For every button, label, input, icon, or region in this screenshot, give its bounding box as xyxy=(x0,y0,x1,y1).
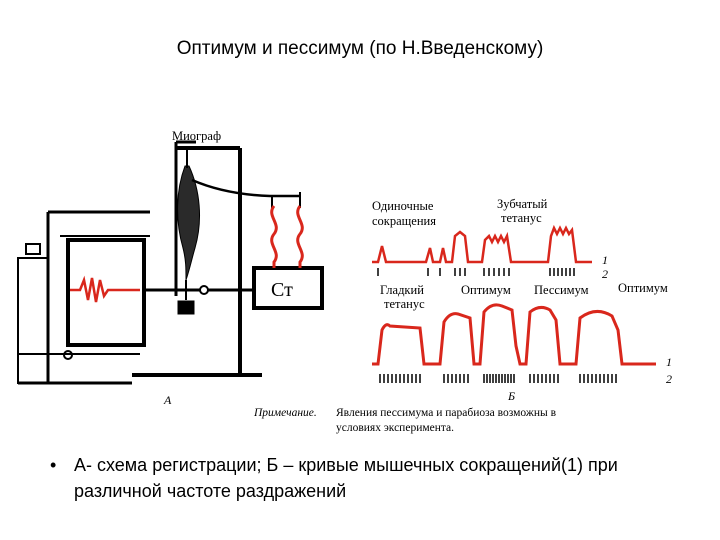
stimulator-label: Ст xyxy=(271,279,293,301)
drum-trace xyxy=(70,275,140,303)
dentate-tetanus-label-1: Зубчатый xyxy=(497,197,548,211)
lower-trace-1-label: 1 xyxy=(666,355,672,369)
pessimum-label: Пессимум xyxy=(534,283,589,297)
lower-trace xyxy=(372,303,656,366)
optimum-label-2: Оптимум xyxy=(618,281,668,295)
registration-scheme xyxy=(17,140,324,385)
upper-trace-1-label: 1 xyxy=(602,253,608,267)
myograph-label: Миограф xyxy=(172,129,221,143)
smooth-tetanus-label-2: тетанус xyxy=(384,297,425,311)
upper-stimulus-marks xyxy=(377,268,575,276)
experiment-figure: Миограф Ст А Одиночные сокращения Зубчат… xyxy=(17,129,672,434)
panel-b-label: Б xyxy=(507,389,515,403)
single-contractions-label-1: Одиночные xyxy=(372,199,434,213)
note-line-1: Явления пессимума и парабиоза возможны в xyxy=(336,407,557,419)
lower-stimulus-marks xyxy=(379,374,617,383)
single-contractions-label-2: сокращения xyxy=(372,214,436,228)
dentate-tetanus-label-2: тетанус xyxy=(501,211,542,225)
bullet-marker: • xyxy=(50,455,57,475)
optimum-label-1: Оптимум xyxy=(461,283,511,297)
electrode-wire-right xyxy=(296,205,304,268)
upper-trace xyxy=(372,224,592,264)
caption-text: А- схема регистрации; Б – кривые мышечны… xyxy=(74,455,618,501)
note-line-2: условиях эксперимента. xyxy=(336,422,454,434)
lower-trace-2-label: 2 xyxy=(666,372,672,386)
panel-a-label: А xyxy=(163,393,172,407)
slide-title: Оптимум и пессимум (по Н.Введенскому) xyxy=(176,38,544,59)
note-title: Примечание. xyxy=(253,407,317,419)
electrode-wire-left xyxy=(270,205,278,268)
upper-trace-2-label: 2 xyxy=(602,267,608,281)
smooth-tetanus-label-1: Гладкий xyxy=(380,283,424,297)
